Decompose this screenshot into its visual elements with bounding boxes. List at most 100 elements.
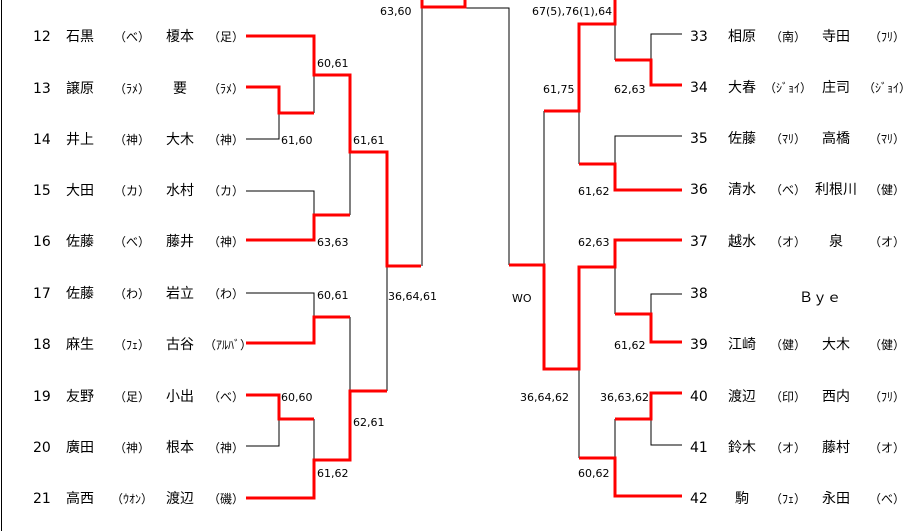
score-label: 61,62: [317, 467, 349, 480]
bye-label: Ｂｙｅ: [799, 290, 841, 306]
player-number: 14: [33, 132, 51, 148]
player-affiliation: （足）: [113, 390, 150, 404]
player-name: 石黒: [66, 29, 94, 45]
partner-name: 大木: [822, 337, 850, 353]
player-name: 麻生: [66, 337, 94, 353]
partner-affiliation: （神）: [207, 441, 244, 455]
player-affiliation: （ﾗﾒ）: [113, 82, 150, 96]
player-number: 33: [690, 29, 708, 45]
player-affiliation: （南）: [769, 30, 806, 44]
partner-affiliation: （ﾌﾘ）: [868, 30, 905, 44]
player-name: 相原: [728, 29, 756, 45]
partner-affiliation: （わ）: [207, 287, 244, 301]
partner-affiliation: （神）: [207, 235, 244, 249]
player-name: 大春: [728, 80, 756, 96]
partner-name: 利根川: [815, 182, 857, 198]
score-label: 61,61: [353, 134, 385, 147]
player-number: 38: [690, 286, 708, 302]
player-affiliation: （ｳｵﾝ）: [110, 492, 153, 506]
partner-affiliation: （ﾌﾘ）: [868, 390, 905, 404]
player-number: 12: [33, 29, 51, 45]
score-label: 36,63,62: [600, 391, 649, 404]
player-name: 高西: [66, 491, 94, 507]
player-name: 鈴木: [728, 440, 756, 456]
player-affiliation: （べ）: [113, 30, 150, 44]
partner-name: 小出: [166, 389, 194, 405]
player-number: 16: [33, 234, 51, 250]
player-name: 廣田: [66, 440, 94, 456]
player-affiliation: （ﾏﾘ）: [769, 132, 806, 146]
page-border: [1, 0, 2, 531]
partner-affiliation: （ｼﾞｮｲ）: [862, 81, 911, 95]
partner-name: 榎本: [166, 29, 194, 45]
player-number: 41: [690, 440, 708, 456]
player-number: 21: [33, 491, 51, 507]
player-number: 17: [33, 286, 51, 302]
player-affiliation: （健）: [769, 338, 806, 352]
player-affiliation: （ﾌｪ）: [769, 492, 806, 506]
player-number: 13: [33, 81, 51, 97]
score-label: 61,62: [614, 339, 646, 352]
player-number: 37: [690, 234, 708, 250]
player-name: 渡辺: [728, 389, 756, 405]
player-name: 江崎: [728, 337, 756, 353]
player-name: 清水: [728, 182, 756, 198]
partner-name: 藤村: [822, 440, 850, 456]
score-label: 61,75: [543, 83, 575, 96]
player-number: 40: [690, 389, 708, 405]
partner-name: 寺田: [822, 29, 850, 45]
player-affiliation: （べ）: [113, 235, 150, 249]
player-affiliation: （印）: [769, 390, 806, 404]
player-affiliation: （神）: [113, 133, 150, 147]
partner-affiliation: （ﾏﾘ）: [868, 132, 905, 146]
partner-affiliation: （磯）: [207, 492, 244, 506]
player-number: 15: [33, 183, 51, 199]
player-name: 越水: [728, 234, 756, 250]
score-label: 61,60: [281, 134, 313, 147]
score-label: 36,64,61: [388, 290, 437, 303]
partner-name: 要: [173, 81, 187, 97]
partner-name: 泉: [829, 234, 843, 250]
score-label: 61,62: [578, 185, 610, 198]
partner-name: 岩立: [166, 286, 194, 302]
partner-affiliation: （オ）: [868, 441, 905, 455]
score-label: 60,61: [317, 57, 349, 70]
player-affiliation: （オ）: [769, 235, 806, 249]
player-name: 佐藤: [728, 131, 756, 147]
partner-name: 西内: [822, 389, 850, 405]
partner-affiliation: （ﾗﾒ）: [207, 82, 244, 96]
player-number: 42: [690, 491, 708, 507]
player-number: 34: [690, 80, 708, 96]
partner-affiliation: （オ）: [868, 235, 905, 249]
partner-name: 古谷: [166, 337, 194, 353]
partner-affiliation: （べ）: [207, 390, 244, 404]
player-affiliation: （神）: [113, 441, 150, 455]
player-number: 19: [33, 389, 51, 405]
partner-affiliation: （健）: [868, 183, 905, 197]
player-affiliation: （ｼﾞｮｲ）: [764, 81, 813, 95]
score-label: 62,61: [353, 416, 385, 429]
player-name: 佐藤: [66, 286, 94, 302]
player-name: 友野: [66, 389, 94, 405]
score-label: 60,60: [281, 391, 313, 404]
player-name: 駒: [735, 491, 749, 507]
partner-name: 庄司: [822, 80, 850, 96]
bracket-lines-plain: [246, 7, 682, 460]
partner-name: 大木: [166, 132, 194, 148]
score-label: 62,63: [614, 83, 646, 96]
score-label: WO: [512, 292, 532, 305]
score-label: 60,62: [578, 467, 610, 480]
partner-affiliation: （健）: [868, 338, 905, 352]
score-label: 36,64,62: [520, 391, 569, 404]
partner-name: 藤井: [166, 234, 194, 250]
partner-affiliation: （ｱﾙﾊﾞ）: [204, 338, 253, 352]
partner-name: 高橋: [822, 131, 850, 147]
partner-affiliation: （神）: [207, 133, 244, 147]
player-name: 井上: [66, 132, 94, 148]
partner-affiliation: （べ）: [868, 492, 905, 506]
player-affiliation: （わ）: [113, 287, 150, 301]
player-number: 20: [33, 440, 51, 456]
bracket-lines-winner: [246, 0, 682, 500]
partner-name: 根本: [166, 440, 194, 456]
player-affiliation: （オ）: [769, 441, 806, 455]
